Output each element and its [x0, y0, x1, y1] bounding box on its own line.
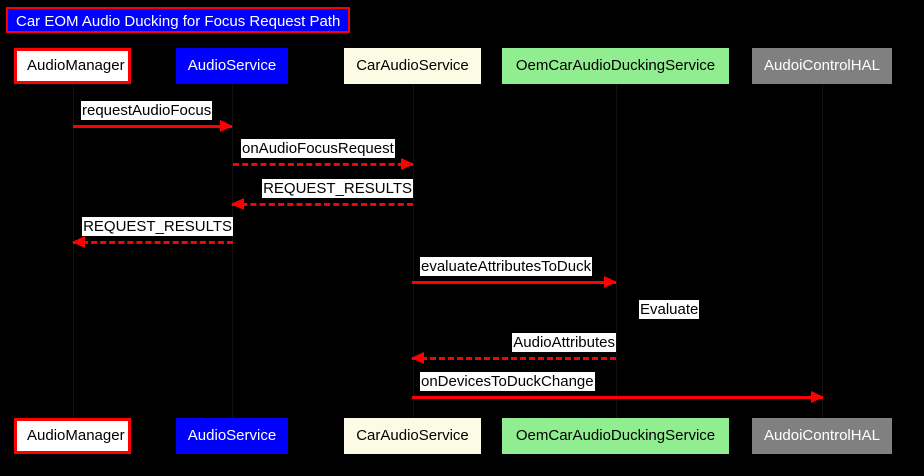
- diagram-title: Car EOM Audio Ducking for Focus Request …: [6, 7, 351, 33]
- participant-car-audio-service-top[interactable]: CarAudioService: [344, 48, 481, 84]
- participant-audio-manager-bottom[interactable]: AudioManager: [14, 418, 131, 454]
- lifeline-oem-car-audio-ducking-service: [616, 84, 617, 418]
- message-line-request-results-2: [73, 241, 233, 244]
- message-line-request-audio-focus: [73, 125, 232, 128]
- arrowhead-icon-request-results-2: [72, 236, 85, 248]
- message-line-on-audio-focus-request: [233, 163, 413, 166]
- participant-audoi-control-hal-top[interactable]: AudoiControlHAL: [752, 48, 892, 84]
- participant-oem-car-audio-ducking-service-bottom[interactable]: OemCarAudioDuckingService: [502, 418, 729, 454]
- note-evaluate-note: Evaluate: [639, 300, 700, 319]
- participant-audoi-control-hal-bottom[interactable]: AudoiControlHAL: [752, 418, 892, 454]
- message-line-evaluate-attributes-to-duck: [412, 281, 616, 284]
- message-line-request-results-1: [232, 203, 413, 206]
- lifeline-car-audio-service: [413, 84, 414, 418]
- arrowhead-icon-audio-attributes: [411, 352, 424, 364]
- message-line-on-devices-to-duck-change: [412, 396, 823, 399]
- message-label-request-results-1: REQUEST_RESULTS: [262, 179, 413, 198]
- arrowhead-icon-on-devices-to-duck-change: [811, 391, 824, 403]
- participant-audio-service-top[interactable]: AudioService: [176, 48, 288, 84]
- message-label-evaluate-attributes-to-duck: evaluateAttributesToDuck: [420, 257, 593, 276]
- message-label-on-devices-to-duck-change: onDevicesToDuckChange: [420, 372, 595, 391]
- arrowhead-icon-evaluate-attributes-to-duck: [604, 276, 617, 288]
- arrowhead-icon-request-results-1: [231, 198, 244, 210]
- participant-oem-car-audio-ducking-service-top[interactable]: OemCarAudioDuckingService: [502, 48, 729, 84]
- arrowhead-icon-on-audio-focus-request: [401, 158, 414, 170]
- arrowhead-icon-request-audio-focus: [220, 120, 233, 132]
- lifeline-audoi-control-hal: [822, 84, 823, 418]
- participant-audio-manager-top[interactable]: AudioManager: [14, 48, 131, 84]
- message-line-audio-attributes: [412, 357, 616, 360]
- participant-audio-service-bottom[interactable]: AudioService: [176, 418, 288, 454]
- participant-car-audio-service-bottom[interactable]: CarAudioService: [344, 418, 481, 454]
- lifeline-audio-manager: [73, 84, 74, 418]
- lifeline-audio-service: [232, 84, 233, 418]
- message-label-audio-attributes: AudioAttributes: [512, 333, 616, 352]
- message-label-on-audio-focus-request: onAudioFocusRequest: [241, 139, 395, 158]
- message-label-request-audio-focus: requestAudioFocus: [81, 101, 213, 120]
- message-label-request-results-2: REQUEST_RESULTS: [82, 217, 233, 236]
